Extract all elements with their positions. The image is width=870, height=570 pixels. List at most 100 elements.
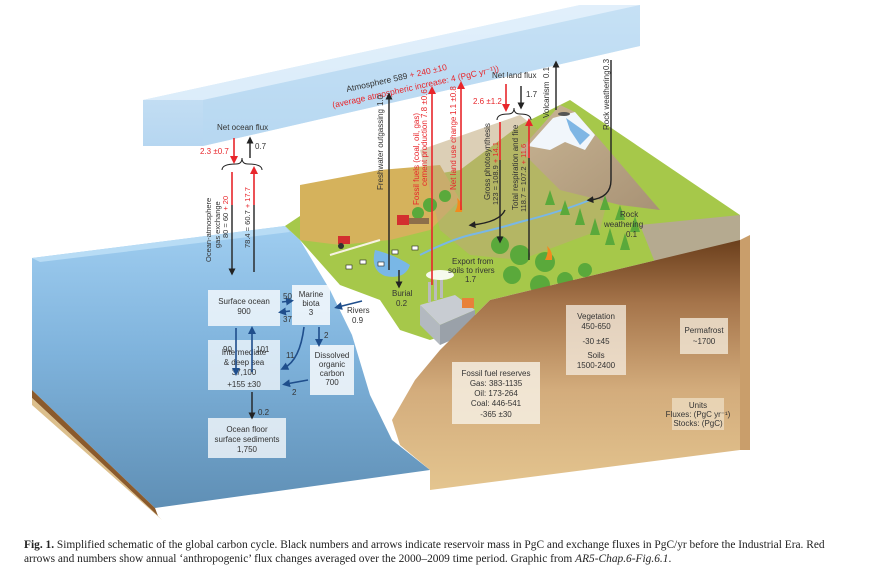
svg-text:Fossil fuels (coal, oil, gas): Fossil fuels (coal, oil, gas) — [412, 113, 421, 205]
svg-text:+155 ±30: +155 ±30 — [227, 380, 261, 389]
svg-text:0.7: 0.7 — [255, 142, 267, 151]
arrow-doc-to-deep — [282, 379, 309, 388]
svg-text:3: 3 — [309, 308, 314, 317]
svg-text:Coal: 446-541: Coal: 446-541 — [471, 399, 522, 408]
tractor-icon — [338, 236, 350, 249]
svg-text:Rock: Rock — [620, 210, 639, 219]
svg-text:Units: Units — [689, 401, 707, 410]
svg-text:2.3 ±0.7: 2.3 ±0.7 — [200, 147, 229, 156]
svg-text:2: 2 — [324, 331, 329, 340]
svg-text:organic: organic — [319, 360, 345, 369]
svg-text:2: 2 — [292, 388, 297, 397]
svg-text:gas exchange: gas exchange — [213, 201, 222, 248]
svg-text:Net land flux: Net land flux — [492, 71, 536, 80]
arrow-rivers — [334, 300, 363, 310]
svg-text:0.1: 0.1 — [542, 66, 551, 78]
arrow-export-soils — [468, 209, 506, 229]
svg-text:Ocean floor: Ocean floor — [226, 425, 268, 434]
arrow-surface-to-biota — [281, 297, 294, 306]
svg-text:700: 700 — [325, 378, 339, 387]
farmland — [300, 165, 460, 245]
arrow-biota-to-deep — [280, 326, 305, 370]
svg-text:118.7 = 107.2 + 11.6: 118.7 = 107.2 + 11.6 — [519, 144, 528, 212]
svg-text:900: 900 — [237, 307, 251, 316]
svg-text:1500-2400: 1500-2400 — [577, 361, 616, 370]
svg-text:1.0: 1.0 — [376, 94, 385, 106]
svg-text:11: 11 — [286, 351, 295, 360]
figure-caption: Fig. 1. Simplified schematic of the glob… — [24, 539, 825, 565]
svg-text:0.2: 0.2 — [396, 299, 408, 308]
svg-text:450-650: 450-650 — [581, 322, 611, 331]
svg-text:37,100: 37,100 — [232, 368, 257, 377]
lake — [373, 250, 410, 277]
cattle — [345, 245, 419, 270]
svg-text:Vegetation: Vegetation — [577, 312, 615, 321]
units-legend: Units Fluxes: (PgC yr⁻¹) Stocks: (PgC) — [666, 398, 731, 430]
svg-text:1.7: 1.7 — [465, 275, 477, 284]
svg-text:& deep sea: & deep sea — [224, 358, 265, 367]
svg-text:surface sediments: surface sediments — [215, 435, 280, 444]
svg-text:Export from: Export from — [452, 257, 494, 266]
svg-text:Soils: Soils — [587, 351, 604, 360]
truck-icon — [397, 215, 429, 225]
svg-text:101: 101 — [256, 345, 270, 354]
svg-text:Net land use change: Net land use change — [449, 116, 458, 190]
svg-text:Surface ocean: Surface ocean — [218, 297, 270, 306]
ocean-floor-box: Ocean floor surface sediments 1,750 — [208, 418, 286, 458]
fence — [329, 239, 381, 256]
svg-text:Dissolved: Dissolved — [315, 351, 350, 360]
svg-text:1.7: 1.7 — [526, 90, 538, 99]
svg-text:Stocks: (PgC): Stocks: (PgC) — [673, 419, 723, 428]
svg-text:Permafrost: Permafrost — [684, 326, 724, 335]
svg-text:-30 ±45: -30 ±45 — [582, 337, 610, 346]
deep-sea-box: Intermediate & deep sea 37,100 +155 ±30 — [208, 340, 280, 390]
marine-biota-box: Marine biota 3 — [292, 285, 330, 325]
carbon-cycle-diagram: Atmosphere 589 + 240 ±10 (average atmosp… — [32, 5, 750, 520]
figure-label: Fig. 1. — [24, 539, 55, 551]
arrow-biota-to-surface — [278, 307, 291, 316]
svg-text:soils to rivers: soils to rivers — [448, 266, 495, 275]
svg-text:0.1: 0.1 — [626, 230, 638, 239]
ocean-flux-labels: 50 37 90 101 2 11 2 Rivers 0.9 0.2 — [223, 292, 370, 417]
dissolved-organic-carbon-box: Dissolved organic carbon 700 — [310, 345, 354, 395]
svg-text:Gas: 383-1135: Gas: 383-1135 — [470, 379, 523, 388]
svg-text:50: 50 — [283, 292, 292, 301]
svg-text:7.8 ±0.6: 7.8 ±0.6 — [420, 89, 429, 118]
svg-text:biota: biota — [302, 299, 320, 308]
brace — [496, 107, 532, 121]
svg-text:Intermediate: Intermediate — [222, 348, 267, 357]
atmosphere-reservoir: Atmosphere 589 + 240 ±10 (average atmosp… — [143, 5, 640, 146]
svg-text:0.2: 0.2 — [258, 408, 270, 417]
svg-text:0.9: 0.9 — [352, 316, 364, 325]
svg-text:37: 37 — [283, 315, 292, 324]
caption-source: AR5-Chap.6-Fig.6.1 — [575, 553, 669, 565]
svg-text:80 = 60 + 20: 80 = 60 + 20 — [221, 196, 230, 238]
svg-text:1.1 ±0.8: 1.1 ±0.8 — [449, 86, 458, 115]
forest — [412, 190, 640, 295]
fire-icon — [545, 246, 553, 260]
svg-text:123 = 108.9 + 14.1: 123 = 108.9 + 14.1 — [491, 142, 500, 205]
surface-ocean-box: Surface ocean 900 — [208, 290, 280, 326]
svg-text:Burial: Burial — [392, 289, 413, 298]
svg-text:90: 90 — [223, 345, 232, 354]
ocean-fluxes — [232, 297, 363, 388]
brace — [221, 157, 263, 171]
caption-text: Simplified schematic of the global carbo… — [24, 539, 825, 565]
svg-text:cement production: cement production — [420, 120, 429, 186]
svg-text:Rock weathering: Rock weathering — [602, 70, 611, 130]
svg-text:Net ocean flux: Net ocean flux — [217, 123, 268, 132]
svg-text:Total respiration and fire: Total respiration and fire — [511, 124, 520, 210]
svg-text:Ocean-atmosphere: Ocean-atmosphere — [204, 198, 213, 262]
svg-text:2.6 ±1.2: 2.6 ±1.2 — [473, 97, 502, 106]
svg-text:1,750: 1,750 — [237, 445, 258, 454]
svg-text:Rivers: Rivers — [347, 306, 370, 315]
svg-text:weathering: weathering — [603, 220, 643, 229]
svg-text:Oil: 173-264: Oil: 173-264 — [474, 389, 518, 398]
svg-text:Freshwater outgassing: Freshwater outgassing — [376, 109, 385, 190]
permafrost-box: Permafrost ~1700 — [680, 318, 728, 354]
svg-text:Volcanism: Volcanism — [542, 81, 551, 118]
svg-text:78.4 = 60.7 + 17.7: 78.4 = 60.7 + 17.7 — [243, 187, 252, 248]
arrow-rock-weathering — [586, 60, 612, 204]
svg-text:0.3: 0.3 — [602, 58, 611, 70]
svg-text:~1700: ~1700 — [693, 337, 716, 346]
